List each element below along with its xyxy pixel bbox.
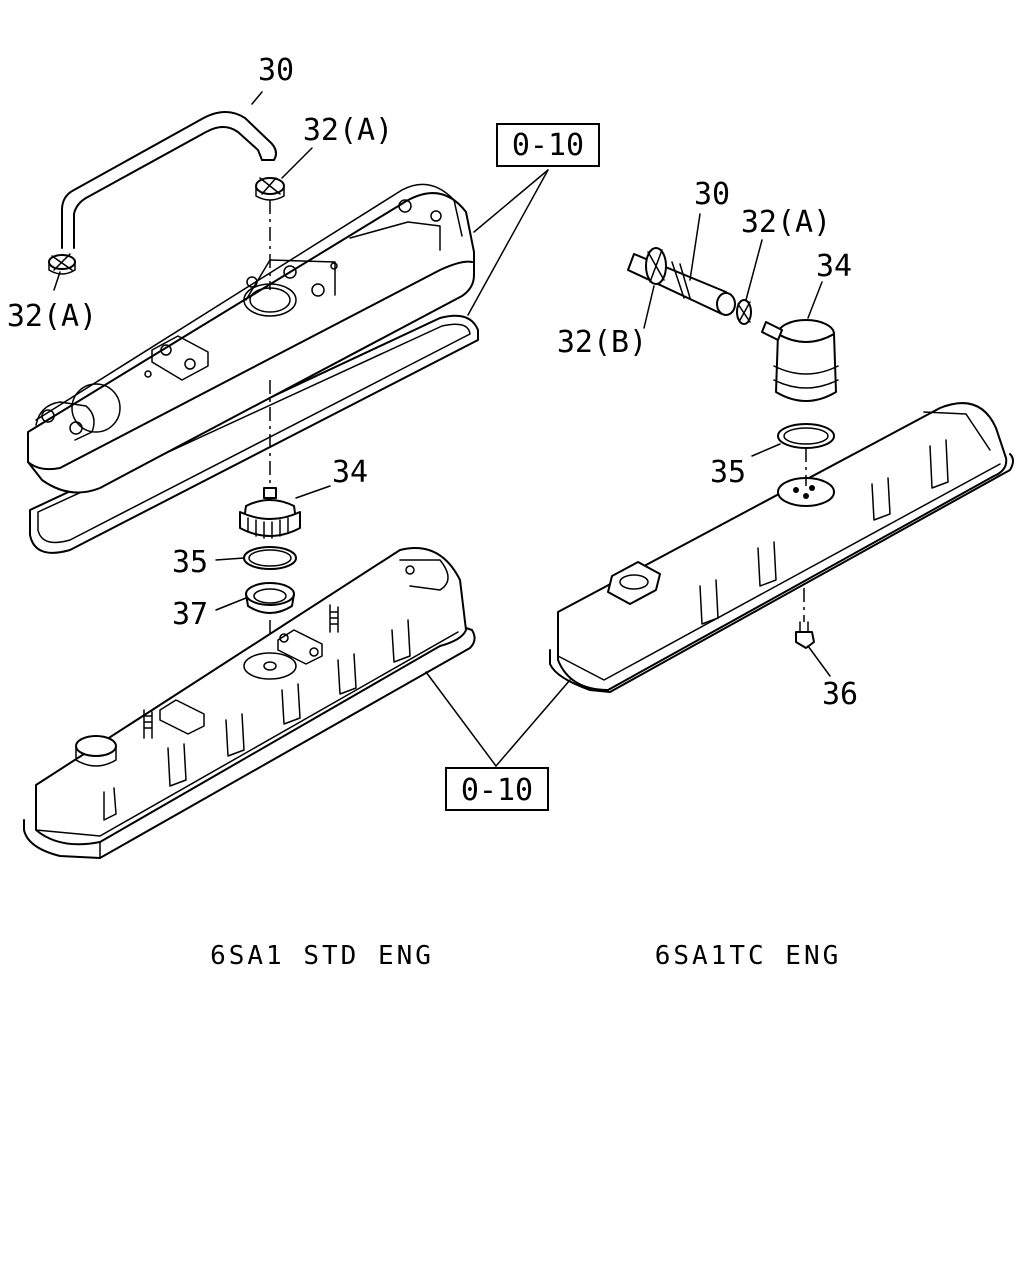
tc-cover xyxy=(549,402,1014,693)
tc-clamp-a xyxy=(736,299,752,325)
tc-pcv-valve xyxy=(761,319,839,402)
label-pipe-tc: 30 xyxy=(694,177,730,212)
label-valve-tc: 34 xyxy=(816,249,852,284)
label-oring-tc: 35 xyxy=(710,455,746,490)
callout-leaders xyxy=(53,91,831,677)
tc-oring xyxy=(777,423,835,449)
tc-bolt xyxy=(795,588,815,649)
label-bolt-tc: 36 xyxy=(822,677,858,712)
label-clamp-a-std-top: 32(A) xyxy=(303,113,393,148)
ref-box-bottom: 0-10 xyxy=(445,767,549,811)
label-clamp-a-tc: 32(A) xyxy=(741,205,831,240)
tc-clamp-b xyxy=(645,247,667,285)
ref-box-top-label: 0-10 xyxy=(512,128,584,163)
label-hose-std: 30 xyxy=(258,53,294,88)
ref-box-bottom-label: 0-10 xyxy=(461,773,533,808)
caption-std-engine: 6SA1 STD ENG xyxy=(210,941,434,971)
std-upper-cover xyxy=(27,183,479,554)
std-pcv-valve xyxy=(239,487,301,539)
tc-breather-pipe xyxy=(627,253,736,316)
std-clamp-top xyxy=(255,177,285,290)
label-clamp-a-std-left: 32(A) xyxy=(7,299,97,334)
label-seat-std: 37 xyxy=(172,597,208,632)
label-clamp-b-tc: 32(B) xyxy=(557,325,647,360)
std-valve-seat xyxy=(245,582,295,666)
label-valve-std: 34 xyxy=(332,455,368,490)
std-lower-cover xyxy=(23,547,476,859)
std-clamp-left xyxy=(48,253,76,275)
std-oring xyxy=(243,546,297,570)
std-breather-hose xyxy=(61,111,277,249)
ref-leaders xyxy=(425,169,571,767)
caption-tc-engine: 6SA1TC ENG xyxy=(655,941,842,971)
ref-box-top: 0-10 xyxy=(496,123,600,167)
label-oring-std: 35 xyxy=(172,545,208,580)
